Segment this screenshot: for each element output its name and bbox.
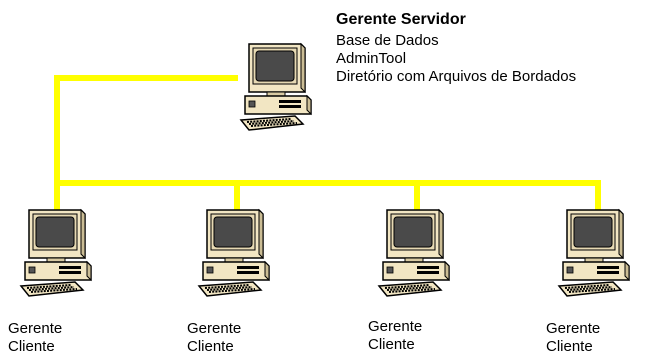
client-label-4: Gerente Cliente xyxy=(546,320,600,356)
client-computer-1[interactable] xyxy=(12,206,102,297)
computer-icon xyxy=(20,209,92,297)
client-label-line2: Cliente xyxy=(8,338,55,355)
server-line-database: Base de Dados xyxy=(336,32,439,49)
server-title: Gerente Servidor xyxy=(336,11,466,28)
client-label-1: Gerente Cliente xyxy=(8,320,62,356)
client-computer-4[interactable] xyxy=(550,206,640,297)
computer-icon xyxy=(558,209,630,297)
client-label-line2: Cliente xyxy=(187,338,234,355)
client-label-line2: Cliente xyxy=(546,338,593,355)
client-label-line1: Gerente xyxy=(368,318,423,335)
server-description: Gerente Servidor Base de Dados AdminTool… xyxy=(336,10,576,86)
server-line-directory: Diretório com Arquivos de Bordados xyxy=(336,68,577,85)
server-computer[interactable] xyxy=(232,40,322,131)
client-label-line1: Gerente xyxy=(8,320,63,337)
client-label-3: Gerente Cliente xyxy=(368,318,422,354)
computer-icon xyxy=(240,43,312,131)
computer-icon xyxy=(198,209,270,297)
client-label-line1: Gerente xyxy=(546,320,601,337)
client-label-2: Gerente Cliente xyxy=(187,320,241,356)
server-cable xyxy=(54,75,238,186)
client-computer-2[interactable] xyxy=(190,206,280,297)
client-computer-3[interactable] xyxy=(370,206,460,297)
computer-icon xyxy=(378,209,450,297)
client-label-line1: Gerente xyxy=(187,320,242,337)
client-label-line2: Cliente xyxy=(368,336,415,353)
server-line-admintool: AdminTool xyxy=(336,50,407,67)
